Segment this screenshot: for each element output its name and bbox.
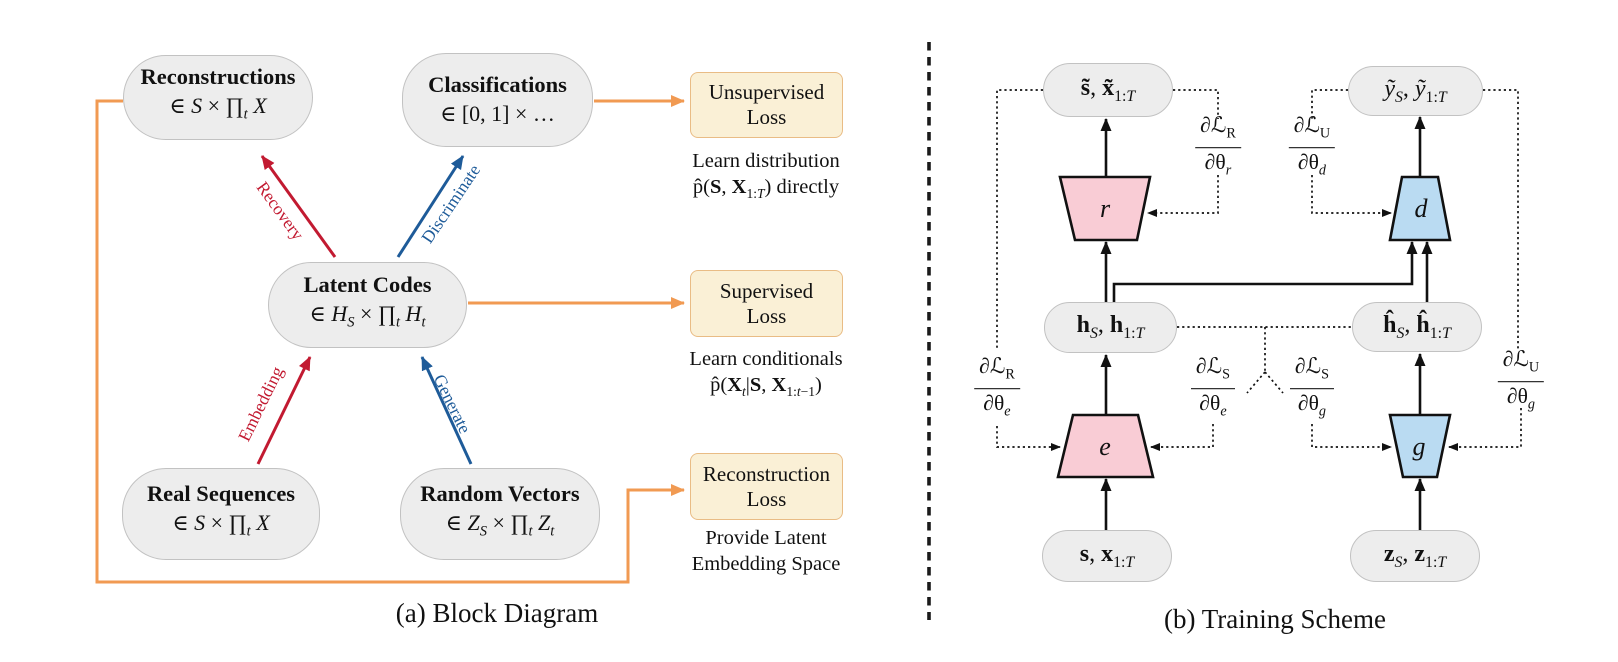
dotted-lr-e-to-e bbox=[996, 426, 1061, 451]
gradient-lr-e: ∂ℒR ∂θe bbox=[974, 354, 1020, 424]
gradient-ls-g: ∂ℒS ∂θg bbox=[1290, 354, 1334, 424]
gradient-lr-r: ∂ℒR ∂θr bbox=[1195, 113, 1241, 183]
gradient-ls-e-num: ∂ℒS bbox=[1191, 354, 1235, 390]
node-reconstructions-formula: ∈ S × ∏t X bbox=[169, 93, 267, 123]
caption-panel-a: (a) Block Diagram bbox=[395, 598, 599, 628]
gradient-lu-d-den: ∂θd bbox=[1297, 150, 1327, 179]
node-h: hS, h1:T bbox=[1044, 302, 1177, 353]
node-latent-codes-title: Latent Codes bbox=[303, 271, 432, 297]
desc-supervised: Learn conditionals p̂(Xt|S, X1:t−1) bbox=[661, 346, 871, 405]
block-label-embedder: e bbox=[1099, 432, 1111, 461]
dotted-junction-to-ls-g bbox=[1264, 371, 1284, 394]
node-z-label: zS, z1:T bbox=[1383, 540, 1447, 571]
arrow-label-recovery: Recovery bbox=[252, 177, 309, 244]
loss-box-supervised: Supervised Loss bbox=[690, 270, 843, 337]
dotted-ls-g-to-g bbox=[1311, 424, 1392, 451]
node-z: zS, z1:T bbox=[1350, 530, 1480, 582]
node-h-label: hS, h1:T bbox=[1076, 312, 1145, 342]
loss-box-unsupervised: Unsupervised Loss bbox=[690, 72, 843, 138]
gradient-lr-r-num: ∂ℒR bbox=[1195, 113, 1241, 149]
gradient-lu-d: ∂ℒU ∂θd bbox=[1288, 113, 1336, 183]
arrow-label-embedding: Embedding bbox=[233, 363, 288, 445]
node-latent-codes-formula: ∈ HS × ∏t Ht bbox=[309, 300, 426, 331]
node-h-hat-label: ĥS, ĥ1:T bbox=[1383, 311, 1451, 342]
node-h-hat: ĥS, ĥ1:T bbox=[1352, 302, 1482, 352]
node-reconstructions-title: Reconstructions bbox=[140, 64, 296, 90]
dotted-junction-to-ls-e bbox=[1246, 371, 1266, 394]
desc-supervised-line2: p̂(Xt|S, X1:t−1) bbox=[710, 374, 822, 400]
desc-unsupervised: Learn distribution p̂(S, X1:T) directly bbox=[661, 148, 871, 207]
node-random-vectors: Random Vectors ∈ ZS × ∏t Zt bbox=[400, 468, 600, 560]
gradient-ls-g-den: ∂θg bbox=[1297, 391, 1327, 420]
caption-panel-b: (b) Training Scheme bbox=[1164, 604, 1386, 634]
dotted-sxtilde-to-lr-e bbox=[996, 89, 1043, 350]
node-s-x: s, x1:T bbox=[1042, 530, 1172, 582]
node-classifications: Classifications ∈ [0, 1] × … bbox=[402, 53, 593, 147]
node-real-sequences-title: Real Sequences bbox=[146, 480, 296, 506]
block-label-generator: g bbox=[1412, 432, 1426, 461]
node-real-sequences-formula: ∈ S × ∏t X bbox=[172, 509, 270, 540]
block-label-recovery: r bbox=[1099, 194, 1111, 223]
arrow-h-to-d bbox=[1112, 241, 1418, 302]
gradient-lu-g: ∂ℒU ∂θg bbox=[1497, 347, 1545, 417]
loss-box-unsupervised-line2: Loss bbox=[746, 105, 787, 129]
node-reconstructions: Reconstructions ∈ S × ∏t X bbox=[123, 55, 313, 140]
arrow-label-discriminate: Discriminate bbox=[417, 160, 485, 247]
desc-unsupervised-line1: Learn distribution bbox=[692, 150, 840, 172]
node-s-x-tilde-label: s̃, x̃1:T bbox=[1080, 74, 1136, 105]
arrow-label-generate: Generate bbox=[429, 371, 476, 437]
gradient-ls-e: ∂ℒS ∂θe bbox=[1191, 354, 1235, 424]
desc-reconstruction-line1: Provide Latent bbox=[705, 527, 827, 549]
loss-box-unsupervised-line1: Unsupervised bbox=[708, 80, 825, 104]
desc-reconstruction: Provide Latent Embedding Space bbox=[661, 525, 871, 577]
loss-box-reconstruction: Reconstruction Loss bbox=[690, 453, 843, 520]
gradient-lu-g-den: ∂θg bbox=[1506, 384, 1536, 413]
loss-box-supervised-line1: Supervised bbox=[719, 278, 814, 303]
loss-box-reconstruction-line2: Loss bbox=[746, 486, 787, 511]
gradient-lu-g-num: ∂ℒU bbox=[1497, 347, 1545, 383]
node-y-tilde-label: ỹS, ỹ1:T bbox=[1384, 75, 1447, 106]
node-latent-codes: Latent Codes ∈ HS × ∏t Ht bbox=[268, 262, 467, 348]
node-s-x-label: s, x1:T bbox=[1079, 540, 1135, 571]
loss-box-reconstruction-line1: Reconstruction bbox=[702, 461, 831, 486]
node-y-tilde: ỹS, ỹ1:T bbox=[1348, 66, 1483, 116]
loss-box-supervised-line2: Loss bbox=[746, 303, 787, 328]
gradient-lu-d-num: ∂ℒU bbox=[1288, 113, 1336, 149]
dotted-ls-e-to-e bbox=[1150, 424, 1214, 451]
gradient-ls-e-den: ∂θe bbox=[1199, 391, 1227, 420]
desc-unsupervised-line2: p̂(S, X1:T) directly bbox=[692, 176, 840, 202]
desc-supervised-line1: Learn conditionals bbox=[689, 348, 843, 370]
gradient-ls-g-num: ∂ℒS bbox=[1290, 354, 1334, 390]
dotted-ytilde-to-lu-g bbox=[1483, 89, 1519, 351]
node-random-vectors-title: Random Vectors bbox=[420, 480, 580, 506]
gradient-lr-e-num: ∂ℒR bbox=[974, 354, 1020, 390]
node-s-x-tilde: s̃, x̃1:T bbox=[1043, 63, 1173, 117]
block-label-discriminator: d bbox=[1414, 194, 1428, 223]
desc-reconstruction-line2: Embedding Space bbox=[691, 553, 841, 575]
node-classifications-formula: ∈ [0, 1] × … bbox=[440, 100, 555, 126]
gradient-lr-r-den: ∂θr bbox=[1204, 150, 1232, 179]
panel-b-gradient-paths bbox=[996, 89, 1522, 451]
gradient-lr-e-den: ∂θe bbox=[983, 391, 1011, 420]
node-real-sequences: Real Sequences ∈ S × ∏t X bbox=[122, 468, 320, 560]
node-random-vectors-formula: ∈ ZS × ∏t Zt bbox=[445, 509, 555, 540]
node-classifications-title: Classifications bbox=[428, 71, 567, 97]
